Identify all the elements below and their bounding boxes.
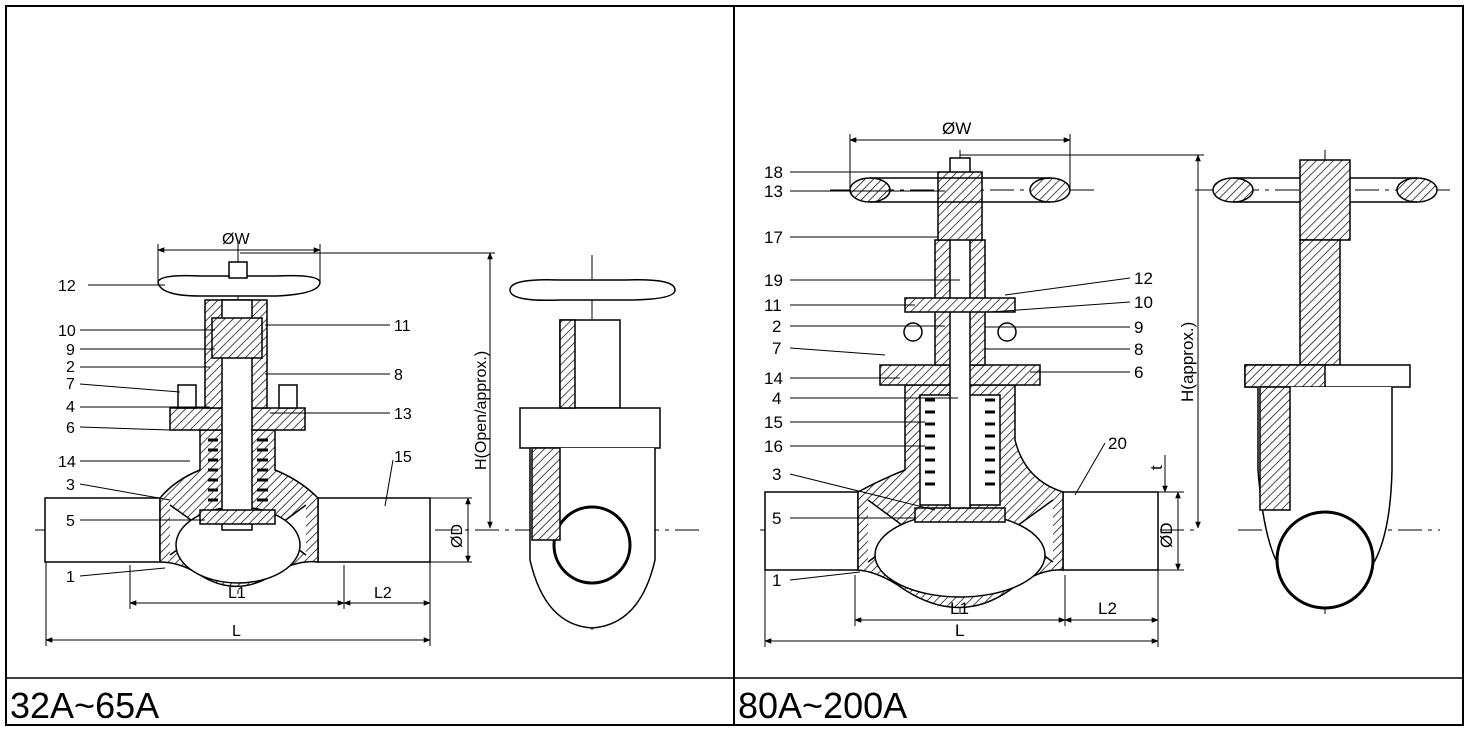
panel-large-dimensions [764, 134, 1204, 647]
callout: 17 [764, 228, 783, 247]
callout: 4 [66, 399, 75, 416]
callout: 9 [66, 342, 75, 359]
callout: 3 [66, 477, 75, 494]
callout: 5 [772, 509, 781, 528]
callout: 19 [764, 271, 783, 290]
callout: 2 [66, 359, 75, 376]
panel-small-leaders [79, 284, 394, 577]
callout: 1 [66, 569, 75, 586]
dim-w: ØW [222, 231, 250, 248]
callout: 8 [394, 367, 403, 384]
callout: 1 [772, 571, 781, 590]
panel-large-valve [760, 150, 1450, 620]
callout: 15 [394, 449, 412, 466]
size-range-large: 80A~200A [738, 685, 908, 726]
callout: 15 [764, 413, 783, 432]
panel-small-valve [35, 240, 700, 630]
callout: 3 [772, 465, 781, 484]
callout: 18 [764, 163, 783, 182]
dim-l1: L1 [228, 585, 246, 602]
panel-small-labels: ØW H(Open/approx.) ØD L1 L2 L 12 10 9 2 … [58, 231, 490, 640]
callout: 13 [394, 406, 412, 423]
dim-h: H(Open/approx.) [473, 351, 490, 470]
dim-d: ØD [449, 524, 466, 548]
callout: 16 [764, 437, 783, 456]
dim-w: ØW [942, 119, 971, 138]
dim-l1: L1 [950, 599, 969, 618]
callout: 10 [1134, 293, 1153, 312]
panel-large-leaders [789, 171, 1131, 581]
dim-l2: L2 [374, 585, 392, 602]
callout: 7 [66, 376, 75, 393]
callout: 12 [58, 278, 76, 295]
panel-small-dimensions [45, 244, 495, 646]
callout: 12 [1134, 269, 1153, 288]
callout: 7 [772, 339, 781, 358]
callout: 2 [772, 317, 781, 336]
dim-l: L [955, 621, 964, 640]
callout: 8 [1134, 340, 1143, 359]
dim-l: L [232, 623, 241, 640]
callout: 11 [394, 318, 411, 335]
callout: 10 [58, 323, 76, 340]
callout: 14 [58, 454, 76, 471]
size-range-small: 32A~65A [10, 685, 160, 726]
callout: 6 [66, 420, 75, 437]
callout: 11 [764, 296, 782, 315]
callout: 13 [764, 182, 783, 201]
panel-large-labels: ØW H(approx.) ØD t L1 L2 L 18 13 17 19 1… [764, 119, 1197, 640]
dim-h: H(approx.) [1178, 322, 1197, 402]
dim-t: t [1147, 465, 1166, 470]
dim-l2: L2 [1098, 599, 1117, 618]
callout: 6 [1134, 363, 1143, 382]
dim-d: ØD [1157, 523, 1176, 549]
callout: 14 [764, 369, 783, 388]
callout: 5 [66, 513, 75, 530]
callout: 20 [1108, 434, 1127, 453]
callout: 4 [772, 389, 781, 408]
callout: 9 [1134, 318, 1143, 337]
